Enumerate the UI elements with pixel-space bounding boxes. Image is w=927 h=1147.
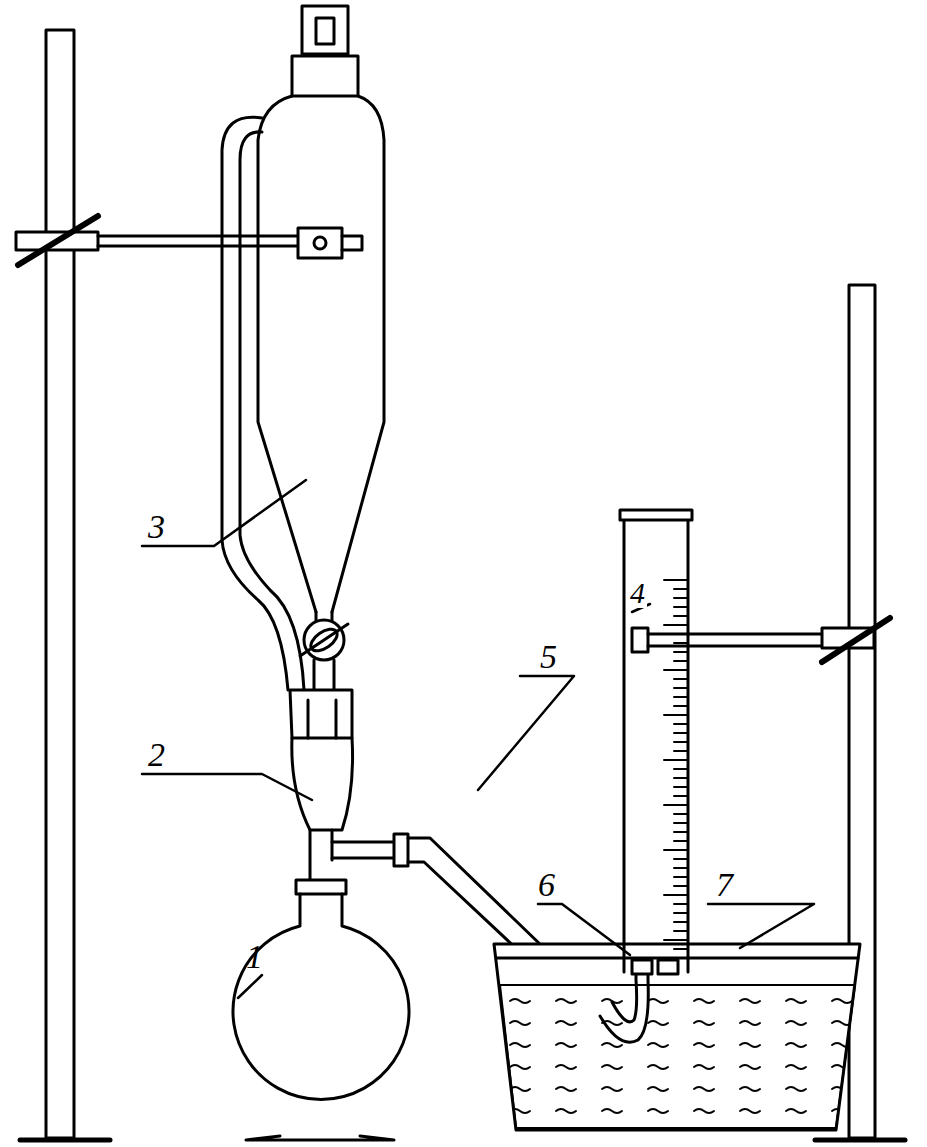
graduation-tick — [674, 867, 688, 869]
graduation-tick — [674, 687, 688, 689]
graduation-tick — [664, 714, 688, 716]
graduation-tick — [674, 678, 688, 680]
graduation-tick — [664, 579, 688, 581]
graduation-tick — [674, 786, 688, 788]
graduation-tick — [674, 651, 688, 653]
graduation-tick — [674, 921, 688, 923]
graduation-tick — [674, 732, 688, 734]
graduation-tick — [674, 705, 688, 707]
graduation-tick — [674, 615, 688, 617]
graduation-tick — [664, 669, 688, 671]
adapter — [290, 690, 408, 880]
graduation-tick — [664, 804, 688, 806]
graduation-tick — [664, 624, 688, 626]
callout-number: 7 — [716, 868, 733, 902]
graduation-tick — [664, 759, 688, 761]
callout-number: 3 — [148, 510, 165, 544]
graduation-tick — [674, 948, 688, 950]
graduation-tick — [674, 831, 688, 833]
graduation-tick — [674, 642, 688, 644]
graduation-tick — [674, 813, 688, 815]
water-trough — [494, 944, 860, 1130]
graduation-tick — [674, 588, 688, 590]
graduation-tick — [664, 894, 688, 896]
graduation-tick — [674, 660, 688, 662]
callout-number: 4 — [628, 578, 647, 608]
callout-number: 2 — [148, 738, 165, 772]
graduation-tick — [674, 930, 688, 932]
graduation-tick — [674, 885, 688, 887]
graduation-tick — [674, 795, 688, 797]
graduation-tick — [674, 750, 688, 752]
graduation-tick — [674, 858, 688, 860]
graduation-tick — [674, 768, 688, 770]
graduation-tick — [664, 849, 688, 851]
graduation-tick — [674, 903, 688, 905]
callout-number: 5 — [540, 640, 557, 674]
round-bottom-flask — [233, 880, 409, 1140]
graduation-tick — [674, 696, 688, 698]
graduation-tick — [674, 723, 688, 725]
graduation-tick — [664, 939, 688, 941]
clamp — [16, 216, 362, 265]
dropping-funnel — [222, 6, 384, 700]
graduation-tick — [674, 822, 688, 824]
callout-number: 1 — [246, 940, 263, 974]
leader-line — [142, 480, 814, 998]
graduation-tick — [674, 741, 688, 743]
graduation-tick — [674, 606, 688, 608]
graduation-tick — [674, 912, 688, 914]
measuring-cylinder — [620, 510, 890, 972]
graduation-tick — [674, 876, 688, 878]
graduation-tick — [674, 777, 688, 779]
graduation-tick — [674, 597, 688, 599]
delivery-tube — [600, 960, 678, 1042]
graduation-tick — [674, 840, 688, 842]
retort-stand — [20, 30, 905, 1140]
callout-number: 6 — [538, 868, 555, 902]
